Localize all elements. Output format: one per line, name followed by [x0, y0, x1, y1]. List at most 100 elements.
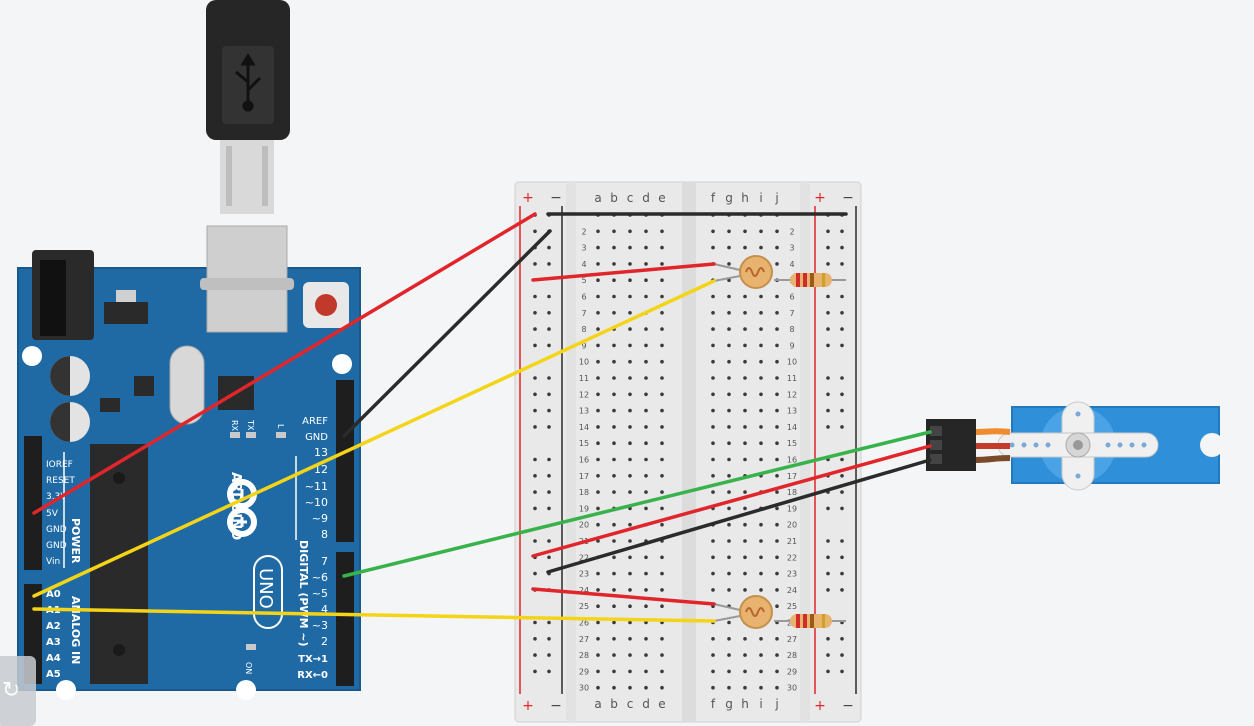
rail-hole [533, 376, 537, 380]
breadboard-hole [628, 588, 632, 592]
breadboard-hole [775, 457, 779, 462]
rail-hole [547, 653, 551, 657]
rail-hole [840, 490, 844, 494]
breadboard-hole [775, 408, 779, 413]
breadboard-hole [727, 359, 731, 364]
breadboard-hole [660, 474, 664, 478]
brand-label: ARDUINO [228, 472, 243, 540]
rail-hole [826, 425, 830, 429]
rail-hole [826, 506, 830, 511]
breadboard-row-number: 30 [787, 684, 797, 693]
breadboard-column-label: i [759, 191, 762, 205]
breadboard-hole [759, 637, 763, 641]
breadboard-hole [775, 262, 779, 266]
breadboard-hole [596, 474, 600, 478]
rail-hole [533, 539, 537, 543]
breadboard-row-number: 2 [789, 227, 794, 236]
breadboard-hole [612, 669, 616, 674]
breadboard-hole [644, 669, 648, 674]
breadboard-hole [596, 327, 600, 331]
rail-hole [840, 327, 844, 331]
breadboard-hole [644, 327, 648, 331]
pin-label-a2: A2 [46, 621, 61, 632]
pin-label-aref: AREF [302, 416, 328, 427]
rail-hole [840, 425, 844, 429]
wire-a0-to-ldr1 [32, 279, 716, 598]
rail-hole [533, 669, 537, 674]
rail-hole [547, 669, 551, 674]
breadboard-row-number: 8 [789, 325, 794, 334]
breadboard-row-number: 13 [787, 407, 797, 416]
breadboard-hole [596, 506, 600, 511]
breadboard-hole [759, 425, 763, 429]
breadboard-hole [628, 376, 632, 380]
breadboard-row-number: 29 [579, 667, 589, 676]
breadboard-hole [596, 376, 600, 380]
breadboard-hole [644, 457, 648, 462]
breadboard-row-number: 19 [579, 504, 589, 513]
pin-label-d6: ~6 [312, 571, 328, 584]
breadboard-hole [775, 376, 779, 380]
breadboard-hole [660, 425, 664, 429]
rail-hole [547, 490, 551, 494]
breadboard-column-label: c [627, 697, 634, 711]
pin-label-a0: A0 [46, 589, 61, 600]
rail-hole [826, 327, 830, 331]
pin-label-d11: ~11 [305, 480, 328, 493]
breadboard-hole [628, 653, 632, 657]
uno-badge: UNO [253, 555, 283, 629]
breadboard-hole [775, 327, 779, 331]
breadboard-hole [711, 311, 715, 315]
rail-hole [826, 294, 830, 299]
breadboard-hole [644, 359, 648, 364]
rail-hole [826, 376, 830, 380]
refresh-button[interactable]: ↻ [0, 656, 36, 726]
rail-plus-top-right: + [814, 190, 826, 206]
breadboard-hole [660, 588, 664, 592]
breadboard-hole [759, 343, 763, 348]
breadboard-hole [660, 376, 664, 380]
rail-hole [547, 425, 551, 429]
breadboard-hole [628, 669, 632, 674]
breadboard-hole [743, 685, 747, 690]
breadboard-row-number: 12 [787, 390, 797, 399]
breadboard-hole [660, 245, 664, 250]
breadboard-hole [727, 327, 731, 331]
breadboard-row-number: 2 [581, 227, 586, 236]
breadboard-hole [596, 311, 600, 315]
pin-label-d5: ~5 [312, 587, 328, 600]
breadboard-hole [612, 294, 616, 299]
rail-hole [840, 262, 844, 266]
breadboard-hole [759, 588, 763, 592]
breadboard-hole [711, 539, 715, 543]
rail-hole [840, 653, 844, 657]
breadboard-hole [711, 637, 715, 641]
breadboard-hole [743, 441, 747, 446]
rail-hole [547, 457, 551, 462]
breadboard-column-label: c [627, 191, 634, 205]
pin-label-gnd-2: GND [46, 541, 67, 551]
rail-hole [547, 539, 551, 543]
breadboard-hole [596, 490, 600, 494]
rail-hole [533, 474, 537, 478]
rail-hole [826, 229, 830, 234]
rail-hole [533, 571, 537, 576]
breadboard-hole [628, 522, 632, 527]
breadboard-hole [596, 588, 600, 592]
breadboard-hole [628, 392, 632, 397]
breadboard-hole [596, 620, 600, 625]
rail-hole [826, 539, 830, 543]
breadboard-hole [775, 425, 779, 429]
breadboard-hole [743, 506, 747, 511]
breadboard-hole [743, 539, 747, 543]
photoresistor-2 [713, 595, 773, 629]
pin-label-d8: 8 [321, 528, 328, 541]
power-header [24, 436, 42, 570]
breadboard-hole [743, 229, 747, 234]
breadboard-hole [775, 571, 779, 576]
rail-hole [826, 653, 830, 657]
wire-ground-to-servo [546, 458, 932, 574]
rail-hole [547, 311, 551, 315]
rail-hole [533, 425, 537, 429]
breadboard-column-label: h [741, 191, 749, 205]
